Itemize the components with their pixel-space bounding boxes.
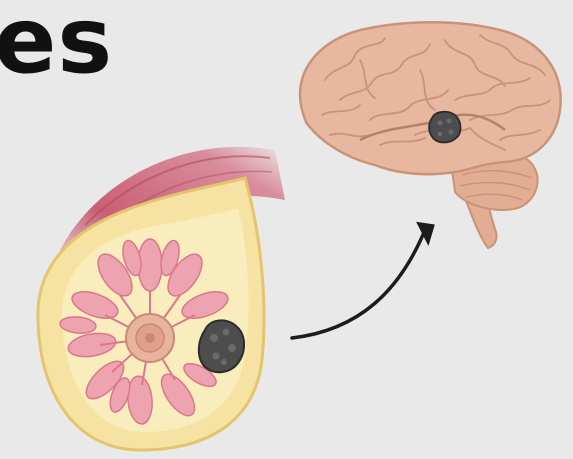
breast-tumor bbox=[199, 320, 244, 372]
breast-cross-section bbox=[38, 147, 285, 450]
brain bbox=[300, 22, 561, 248]
curved-arrow-right bbox=[292, 219, 438, 338]
brain-tumor bbox=[429, 112, 460, 143]
nipple-areola bbox=[126, 314, 174, 362]
